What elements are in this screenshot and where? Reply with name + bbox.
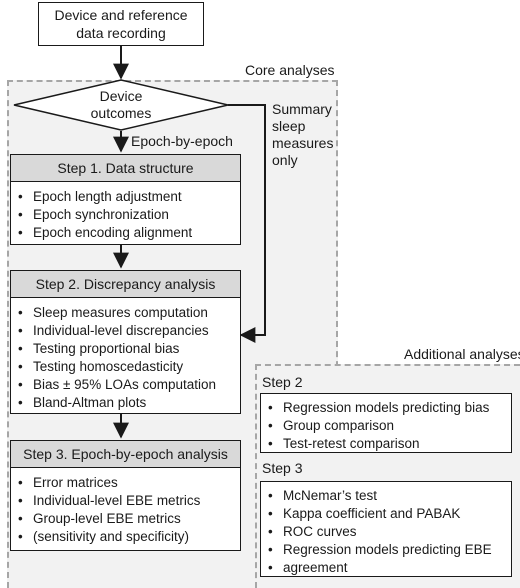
- additional-step3-label: Step 3: [262, 460, 303, 476]
- step1-item: Epoch length adjustment: [11, 188, 240, 206]
- step2-title: Step 2. Discrepancy analysis: [35, 276, 216, 292]
- summary-line-1: Summary: [272, 101, 332, 117]
- step1-body: Epoch length adjustment Epoch synchroniz…: [10, 181, 241, 245]
- step2-item: Individual-level discrepancies: [11, 322, 240, 340]
- step1-header: Step 1. Data structure: [10, 154, 241, 182]
- additional-step2-item: Regression models predicting bias: [261, 399, 511, 417]
- step3-item: Individual-level EBE metrics: [11, 492, 240, 510]
- additional-step3-item: ROC curves: [261, 523, 511, 541]
- additional-step3-item-continuation: agreement: [261, 559, 511, 577]
- step1-item: Epoch synchronization: [11, 206, 240, 224]
- step2-body: Sleep measures computation Individual-le…: [10, 297, 241, 414]
- summary-measures-label: Summary sleep measures only: [272, 101, 333, 169]
- step3-item: Error matrices: [11, 474, 240, 492]
- additional-step3-box: McNemar’s test Kappa coefficient and PAB…: [260, 481, 512, 577]
- decision-label: Device outcomes: [71, 88, 171, 122]
- step3-item-continuation: (sensitivity and specificity): [11, 528, 240, 546]
- step2-item: Bias ± 95% LOAs computation: [11, 376, 240, 394]
- step3-header: Step 3. Epoch-by-epoch analysis: [10, 440, 241, 468]
- epoch-by-epoch-label: Epoch-by-epoch: [131, 133, 233, 149]
- start-line-2: data recording: [76, 25, 166, 41]
- summary-line-3: measures: [272, 135, 334, 151]
- decision-diamond: [13, 79, 229, 131]
- step3-item: Group-level EBE metrics: [11, 510, 240, 528]
- step3-body: Error matrices Individual-level EBE metr…: [10, 467, 241, 551]
- additional-step2-box: Regression models predicting bias Group …: [260, 393, 512, 453]
- decision-line-2: outcomes: [90, 105, 152, 121]
- additional-step2-item: Test-retest comparison: [261, 435, 511, 453]
- additional-step2-item: Group comparison: [261, 417, 511, 435]
- step1-item: Epoch encoding alignment: [11, 224, 240, 242]
- step3-title: Step 3. Epoch-by-epoch analysis: [23, 446, 228, 462]
- summary-line-2: sleep: [272, 118, 306, 134]
- additional-step3-item: Kappa coefficient and PABAK: [261, 505, 511, 523]
- decision-line-1: Device: [99, 88, 143, 104]
- arrow-summary-measures: [228, 104, 266, 343]
- additional-step3-item: Regression models predicting EBE: [261, 541, 511, 559]
- step1-title: Step 1. Data structure: [57, 160, 194, 176]
- step2-header: Step 2. Discrepancy analysis: [10, 270, 241, 298]
- core-analyses-title: Core analyses: [245, 62, 335, 78]
- step2-item: Testing proportional bias: [11, 340, 240, 358]
- additional-analyses-title: Additional analyses: [404, 346, 520, 362]
- summary-line-4: only: [272, 152, 298, 168]
- step2-item: Testing homoscedasticity: [11, 358, 240, 376]
- additional-step3-item: McNemar’s test: [261, 487, 511, 505]
- start-line-1: Device and reference: [54, 7, 188, 23]
- additional-step2-label: Step 2: [262, 374, 303, 390]
- step2-item: Bland-Altman plots: [11, 394, 240, 412]
- step2-item: Sleep measures computation: [11, 304, 240, 322]
- device-reference-recording-box: Device and reference data recording: [38, 2, 204, 46]
